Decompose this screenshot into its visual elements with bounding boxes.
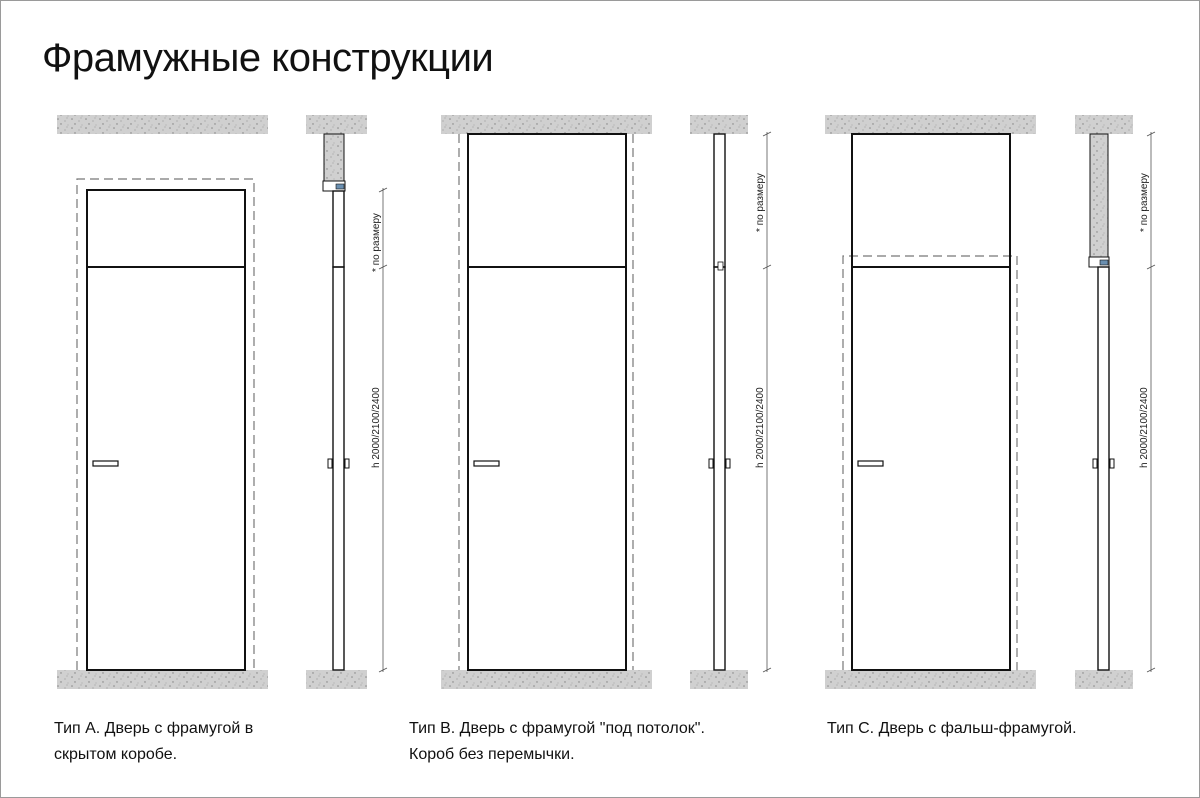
caption-type-b: Тип В. Дверь с фрамугой "под потолок". К…: [409, 716, 705, 768]
door-handle: [473, 460, 500, 467]
caption-type-a-line2: скрытом коробе.: [54, 746, 178, 763]
type-b-elevation: [441, 115, 652, 689]
box-profile-fill: [1099, 259, 1109, 266]
handle-section: [327, 458, 333, 469]
door-leaf-section: [713, 266, 726, 671]
caption-type-c-line1: Тип С. Дверь с фальш-фрамугой.: [827, 720, 1077, 737]
ceiling-slab: [825, 115, 1036, 134]
dim-tick: [1146, 667, 1156, 673]
dim-tick: [1146, 264, 1156, 270]
handle-section: [1092, 458, 1098, 469]
dim-tick: [762, 667, 772, 673]
handle-section: [344, 458, 350, 469]
transom-dimension-label: * по размеру: [371, 213, 382, 272]
door-dimension-label: h 2000/2100/2400: [755, 387, 766, 468]
caption-type-b-line1: Тип В. Дверь с фрамугой "под потолок".: [409, 720, 705, 737]
type-c-elevation: [825, 115, 1036, 689]
type-b-section: * по размеру h 2000/2100/2400: [690, 115, 772, 689]
box-profile-fill: [335, 183, 345, 190]
floor-slab: [57, 670, 268, 689]
caption-type-b-line2: Короб без перемычки.: [409, 746, 575, 763]
type-c-section: * по размеру h 2000/2100/2400: [1075, 115, 1156, 689]
type-a-elevation: [57, 115, 268, 689]
transom-section: [713, 133, 726, 268]
dim-tick: [378, 264, 388, 270]
transom-section: [332, 190, 345, 268]
dim-tick: [1146, 131, 1156, 137]
floor-slab: [1075, 670, 1133, 689]
door-leaf-section: [1097, 266, 1110, 671]
ceiling-slab: [441, 115, 652, 134]
ceiling-slab: [57, 115, 268, 134]
ceiling-slab: [1075, 115, 1133, 134]
door-frame: [86, 189, 246, 671]
type-a-section: * по размеру h 2000/2100/2400: [306, 115, 388, 689]
dim-tick: [378, 667, 388, 673]
transom-dimension-label: * по размеру: [1139, 173, 1150, 232]
dim-tick: [378, 187, 388, 193]
handle-section: [708, 458, 714, 469]
dim-tick: [762, 264, 772, 270]
ceiling-slab: [690, 115, 748, 134]
door-handle: [92, 460, 119, 467]
handle-section: [725, 458, 731, 469]
door-dimension-label: h 2000/2100/2400: [371, 387, 382, 468]
floor-slab: [441, 670, 652, 689]
transom-profile: [717, 261, 724, 271]
dim-tick: [762, 131, 772, 137]
hidden-frame-outline: [76, 178, 255, 670]
caption-type-a-line1: Тип А. Дверь с фрамугой в: [54, 720, 254, 737]
caption-type-a: Тип А. Дверь с фрамугой в скрытом коробе…: [54, 716, 253, 768]
handle-section: [1109, 458, 1115, 469]
floor-slab: [690, 670, 748, 689]
false-transom-box: [1089, 133, 1109, 268]
door-frame: [851, 133, 1011, 671]
caption-type-c: Тип С. Дверь с фальш-фрамугой.: [827, 716, 1077, 742]
floor-slab: [306, 670, 367, 689]
door-dimension-label: h 2000/2100/2400: [1139, 387, 1150, 468]
door-handle: [857, 460, 884, 467]
ceiling-slab: [306, 115, 367, 134]
page-title: Фрамужные конструкции: [42, 36, 494, 80]
transom-dimension-label: * по размеру: [755, 173, 766, 232]
floor-slab: [825, 670, 1036, 689]
door-frame: [467, 133, 627, 671]
door-leaf-section: [332, 266, 345, 671]
